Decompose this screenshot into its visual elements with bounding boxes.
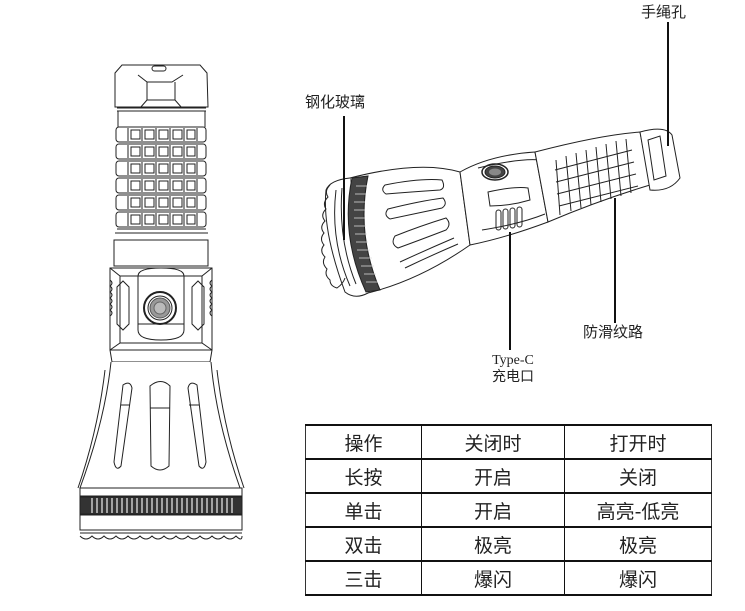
power-button-icon	[143, 291, 177, 325]
cell-when-on: 爆闪	[564, 560, 712, 596]
header-operation: 操作	[305, 424, 422, 460]
table-row: 双击 极亮 极亮	[305, 526, 712, 562]
power-button-side-icon	[481, 163, 509, 181]
cell-when-on: 关闭	[564, 458, 712, 494]
leader-line-anti-slip	[614, 198, 616, 323]
cell-operation: 双击	[305, 526, 422, 562]
cell-when-off: 开启	[421, 492, 565, 528]
table-row: 单击 开启 高亮-低亮	[305, 492, 712, 528]
table-row: 长按 开启 关闭	[305, 458, 712, 494]
label-lanyard-hole: 手绳孔	[641, 3, 687, 21]
grip-knurling	[115, 126, 207, 228]
label-type-c-line1: Type-C	[492, 353, 534, 368]
cell-operation: 单击	[305, 492, 422, 528]
header-when-off: 关闭时	[421, 424, 565, 460]
header-when-on: 打开时	[564, 424, 712, 460]
table-row: 三击 爆闪 爆闪	[305, 560, 712, 596]
flashlight-perspective-view	[321, 128, 681, 297]
side-grip-knurling	[554, 138, 639, 216]
label-type-c: Type-C 充电口	[483, 352, 543, 386]
cell-when-off: 爆闪	[421, 560, 565, 596]
flashlight-front-view	[77, 64, 245, 540]
cell-when-on: 极亮	[564, 526, 712, 562]
cell-operation: 三击	[305, 560, 422, 596]
operation-table: 操作 关闭时 打开时 长按 开启 关闭 单击 开启 高亮-低亮 双击 极亮 极亮…	[305, 424, 712, 596]
type-c-port-vents	[495, 206, 523, 231]
cell-when-on: 高亮-低亮	[564, 492, 712, 528]
cell-when-off: 极亮	[421, 526, 565, 562]
leader-line-lanyard-hole	[667, 22, 669, 146]
leader-line-type-c	[509, 232, 511, 350]
label-type-c-line2: 充电口	[492, 370, 534, 385]
cell-when-off: 开启	[421, 458, 565, 494]
label-tempered-glass: 钢化玻璃	[305, 93, 366, 111]
table-header-row: 操作 关闭时 打开时	[305, 424, 712, 460]
cell-operation: 长按	[305, 458, 422, 494]
bezel-knurl	[91, 498, 233, 513]
leader-line-tempered-glass	[343, 116, 345, 240]
label-anti-slip: 防滑纹路	[583, 323, 644, 341]
